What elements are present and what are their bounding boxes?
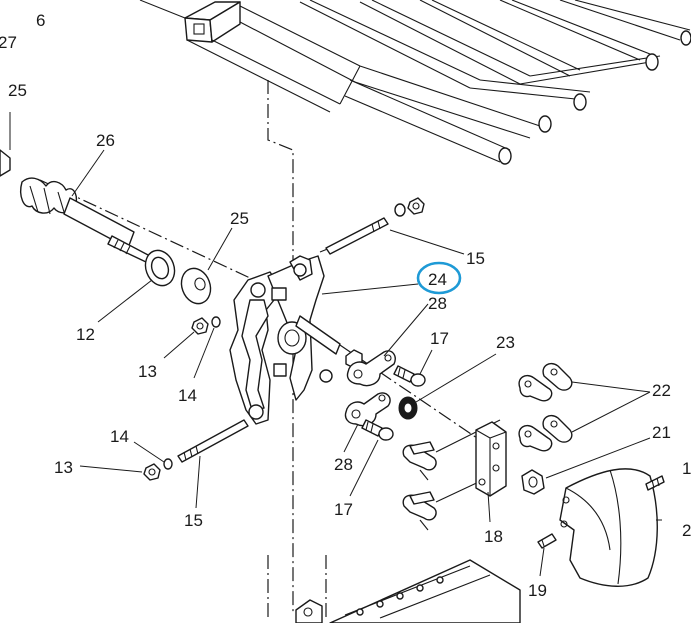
screw-1 <box>645 475 665 491</box>
callout-27: 27 <box>0 33 17 52</box>
nut-13-upper <box>191 316 221 335</box>
callout-2: 2 <box>682 521 691 540</box>
bolt-15-upper <box>325 197 425 255</box>
leader-lines <box>9 112 662 577</box>
callout-14-upper: 14 <box>178 386 197 405</box>
screw-19 <box>537 533 557 549</box>
callout-17-lower: 17 <box>334 500 353 519</box>
upper-frame <box>184 0 691 165</box>
bolt-15-lower <box>177 419 249 463</box>
callout-22: 22 <box>652 381 671 400</box>
callout-25-left: 25 <box>8 81 27 100</box>
bearing-23 <box>398 396 418 420</box>
connecting-link-22-upper <box>518 362 573 402</box>
callout-28-upper: 28 <box>428 294 447 313</box>
callout-13-lower: 13 <box>54 458 73 477</box>
screw-17-upper <box>393 365 426 387</box>
block-18 <box>475 421 507 497</box>
nut-13-lower <box>143 458 173 481</box>
callout-17-upper: 17 <box>430 329 449 348</box>
callout-14-lower: 14 <box>110 427 129 446</box>
link-plate-28-upper <box>346 350 396 387</box>
callout-25: 25 <box>230 209 249 228</box>
connecting-link-22-lower <box>518 414 573 452</box>
highlight-ring-24 <box>416 261 462 295</box>
callout-labels: 6 27 25 26 25 15 24 28 12 17 23 13 14 22… <box>0 11 691 600</box>
callout-15-lower: 15 <box>184 511 203 530</box>
callout-24: 24 <box>428 270 447 289</box>
screw-17-lower <box>361 419 394 441</box>
callout-1: 1 <box>682 459 691 478</box>
callout-26: 26 <box>96 131 115 150</box>
callout-12: 12 <box>76 325 95 344</box>
seal-12 <box>144 249 176 287</box>
cover-2 <box>559 468 658 587</box>
lower-frame <box>295 559 521 623</box>
callout-23: 23 <box>496 333 515 352</box>
callout-15-upper: 15 <box>466 249 485 268</box>
callout-13-upper: 13 <box>138 362 157 381</box>
nut-21 <box>521 469 545 495</box>
callout-6: 6 <box>36 11 45 30</box>
shaft-assembly <box>0 149 151 263</box>
callout-21: 21 <box>652 423 671 442</box>
washer-25 <box>180 267 212 305</box>
link-plate-28-lower <box>344 392 391 427</box>
callout-18: 18 <box>484 527 503 546</box>
center-bracket <box>229 255 363 425</box>
callout-28-lower: 28 <box>334 455 353 474</box>
chain-link-upper <box>402 419 501 481</box>
callout-19: 19 <box>528 581 547 600</box>
